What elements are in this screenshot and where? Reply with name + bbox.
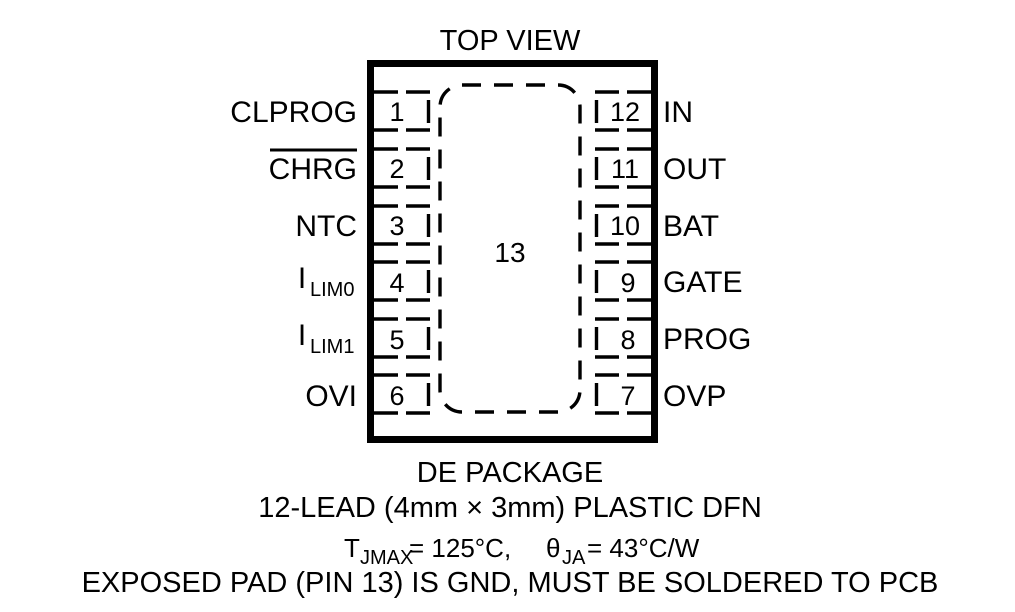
pin-11-number: 11 [611,154,639,184]
pin-4-label: I [298,262,306,295]
pin-4-number: 4 [389,268,404,298]
top-view-label: TOP VIEW [440,25,581,57]
pin-7-number: 7 [620,381,635,411]
pin-10-number: 10 [610,211,640,241]
pin-4-label-subscript: LIM0 [310,279,354,301]
thermal-tj-subscript: JMAX [360,547,413,569]
pin-3-label: NTC [295,210,357,243]
thermal-tj-symbol: T [344,533,360,563]
pin-8: 8 PROG [594,317,751,359]
pin-4: 4 I LIM0 [298,260,431,302]
pin-6-label: OVI [305,380,357,413]
pin-1-label: CLPROG [230,96,357,129]
package-body-outline [367,60,658,443]
pin-8-number: 8 [620,325,635,355]
caption-package-name: DE PACKAGE [417,457,603,489]
thermal-tj-value: = 125°C, [409,533,511,563]
caption-exposed-pad-note: EXPOSED PAD (PIN 13) IS GND, MUST BE SOL… [82,567,939,599]
pin-11-label: OUT [663,153,726,186]
pin-5-number: 5 [389,325,404,355]
thermal-theta-symbol: θ [546,533,560,563]
pin-3: 3 NTC [295,204,431,246]
pin-3-number: 3 [389,211,404,241]
pin-1: 1 CLPROG [230,90,431,132]
caption-lead-count: 12-LEAD (4mm × 3mm) PLASTIC DFN [258,492,762,524]
pin-12-number: 12 [610,97,640,127]
pin-12-label: IN [663,96,693,129]
pin-2-number: 2 [389,154,404,184]
pin-10: 10 BAT [594,204,719,246]
pin-1-number: 1 [389,97,404,127]
pin-10-label: BAT [663,210,719,243]
pin-6: 6 OVI [305,373,431,415]
pin-2: 2 CHRG [269,147,431,189]
pin-7: 7 OVP [594,373,726,415]
exposed-pad-number: 13 [494,237,525,268]
pin-9-number: 9 [620,268,635,298]
pin-9: 9 GATE [594,260,742,302]
pin-9-label: GATE [663,266,742,299]
pin-11: 11 OUT [594,147,726,189]
pin-5-label: I [298,319,306,352]
thermal-theta-value: = 43°C/W [587,533,700,563]
pin-5-label-subscript: LIM1 [310,336,354,358]
thermal-theta-subscript: JA [562,547,586,569]
pin-12: 12 IN [594,90,693,132]
pin-2-label: CHRG [269,153,357,186]
pin-6-number: 6 [389,381,404,411]
pin-7-label: OVP [663,380,726,413]
pin-5: 5 I LIM1 [298,317,431,359]
pin-8-label: PROG [663,323,751,356]
exposed-pad-outline [438,83,582,414]
